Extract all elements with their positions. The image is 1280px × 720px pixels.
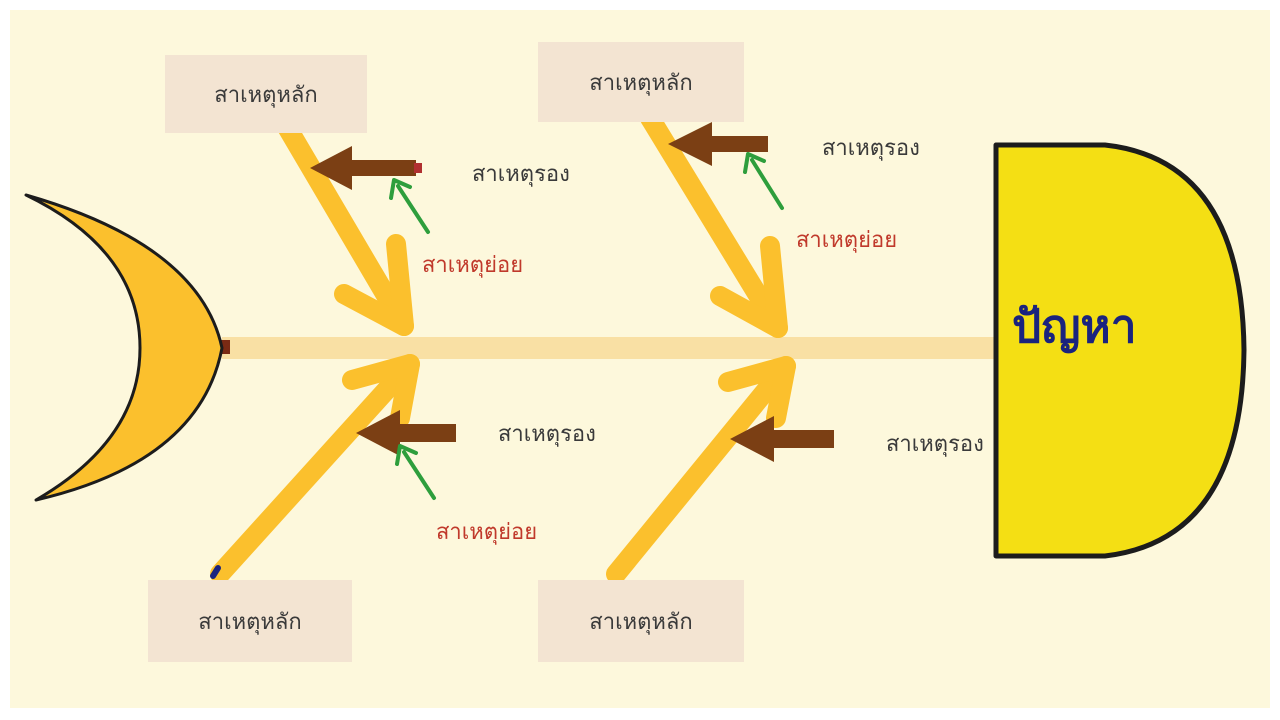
main-cause-top-right: สาเหตุหลัก [538, 42, 744, 122]
minor-arrow-top-right [743, 152, 784, 210]
fish-tail [24, 193, 224, 502]
bone-bottom-left [210, 354, 420, 584]
main-cause-top-left: สาเหตุหลัก [165, 55, 367, 133]
minor-cause-top-left-label: สาเหตุย่อย [422, 253, 524, 278]
main-cause-top-left-label: สาเหตุหลัก [214, 82, 318, 108]
sub-cause-top-right-label: สาเหตุรอง [822, 136, 920, 161]
sub-cause-bottom-right-label: สาเหตุรอง [886, 432, 984, 457]
bone-top-left-arrowhead [334, 234, 414, 336]
main-cause-bottom-right: สาเหตุหลัก [538, 580, 744, 662]
bone-bottom-left-end [210, 565, 221, 579]
sub-cause-top-left-label: สาเหตุรอง [472, 162, 570, 187]
bone-bottom-right [606, 356, 796, 584]
bone-top-right [640, 108, 788, 338]
minor-arrow-top-left [389, 178, 430, 234]
main-cause-bottom-left-label: สาเหตุหลัก [198, 609, 302, 635]
minor-arrow-bottom-left [395, 444, 436, 500]
main-cause-bottom-left: สาเหตุหลัก [148, 580, 352, 662]
sub-arrow-top-right [668, 122, 768, 166]
sub-arrow-bottom-left [356, 410, 456, 456]
sub-arrow-bottom-right [730, 416, 834, 462]
sub-arrow-top-left [310, 146, 422, 190]
main-cause-bottom-right-label: สาเหตุหลัก [589, 609, 693, 635]
fish-head [993, 142, 1247, 559]
bone-bottom-left-arrowhead [342, 354, 420, 428]
bone-top-left [274, 112, 414, 336]
main-cause-top-right-label: สาเหตุหลัก [589, 70, 693, 96]
sub-cause-bottom-left-label: สาเหตุรอง [498, 422, 596, 447]
minor-cause-top-right-label: สาเหตุย่อย [796, 228, 898, 253]
problem-label: ปัญหา [1012, 299, 1137, 353]
bone-top-right-arrowhead [710, 236, 788, 338]
spine [222, 337, 998, 359]
bone-bottom-right-arrowhead [718, 356, 796, 428]
minor-cause-bottom-left-label: สาเหตุย่อย [436, 520, 538, 545]
